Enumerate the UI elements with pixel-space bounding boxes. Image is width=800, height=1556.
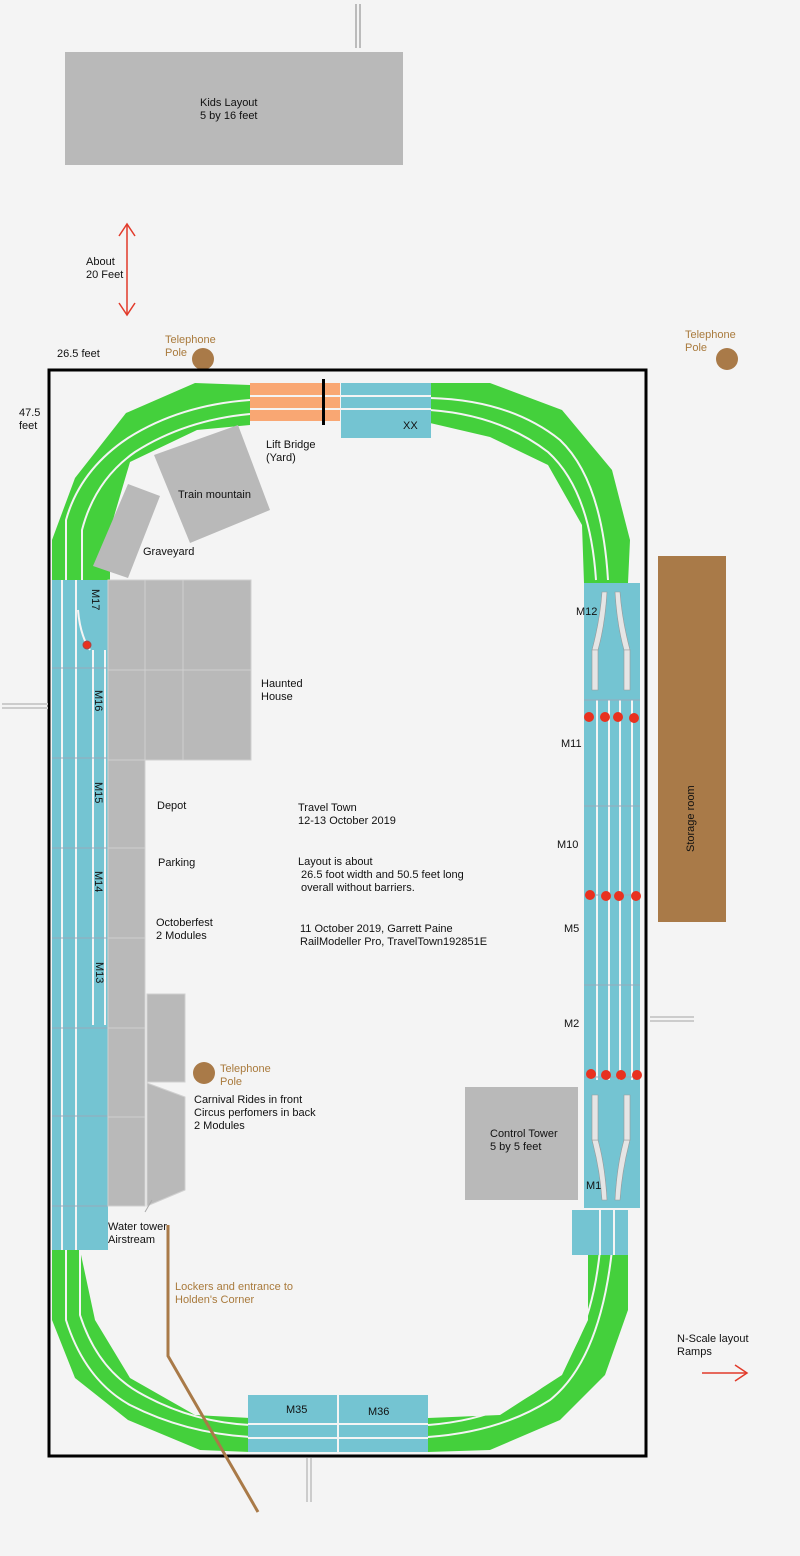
telephone-pole-label-top-right: Telephone Pole	[685, 329, 736, 354]
train-mountain-label: Train mountain	[178, 489, 251, 501]
module-label-m14: M14	[92, 871, 104, 892]
height-dimension-label: 47.5 feet	[19, 407, 41, 432]
module-label-m15: M15	[92, 782, 104, 803]
graveyard-block	[93, 484, 160, 578]
width-dimension-label: 26.5 feet	[57, 348, 100, 360]
about-distance-label: About 20 Feet	[86, 256, 124, 281]
train-mountain-block	[154, 425, 270, 543]
carnival-label: Carnival Rides in front Circus perfomers…	[194, 1094, 316, 1132]
info-size: Layout is about 26.5 foot width and 50.5…	[298, 856, 464, 894]
telephone-pole-top-left	[192, 348, 214, 370]
module-label-m17: M17	[89, 589, 101, 610]
n-scale-label: N-Scale layout Ramps	[677, 1333, 749, 1358]
info-title: Travel Town 12-13 October 2019	[298, 802, 396, 827]
green-track-corners	[52, 383, 630, 1452]
module-label-m35: M35	[286, 1404, 308, 1416]
module-label-m2: M2	[564, 1018, 580, 1030]
n-scale-arrow	[702, 1364, 749, 1382]
lift-bridge-label: Lift Bridge (Yard)	[266, 439, 316, 464]
module-xx-block	[341, 383, 431, 438]
control-tower-block	[465, 1087, 578, 1200]
hall-outline	[47, 368, 648, 1458]
lift-bridge-block	[250, 383, 340, 421]
kids-layout-label: Kids Layout 5 by 16 feet	[200, 97, 258, 122]
telephone-pole-top-right	[716, 348, 738, 370]
module-label-m16: M16	[92, 690, 104, 711]
water-tower-label: Water tower Airstream	[108, 1221, 167, 1246]
module-label-m12: M12	[576, 606, 598, 618]
module-label-m11: M11	[561, 738, 582, 750]
parking-label: Parking	[158, 857, 196, 869]
telephone-pole-center	[193, 1062, 215, 1084]
kids-layout-block	[65, 52, 403, 165]
red-markers	[584, 712, 642, 1080]
module-label-m1: M1	[586, 1180, 602, 1192]
lockers-label: Lockers and entrance to Holden's Corner	[175, 1281, 294, 1306]
module-label-xx: XX	[403, 420, 418, 432]
module-label-m36: M36	[368, 1406, 390, 1418]
haunted-house-label: Haunted House	[261, 678, 303, 703]
module-label-m10: M10	[557, 839, 579, 851]
left-modules-column	[52, 580, 108, 1250]
storage-room-block	[658, 556, 726, 922]
m17-marker	[82, 640, 92, 650]
module-label-m5: M5	[564, 923, 580, 935]
octoberfest-label: Octoberfest 2 Modules	[156, 917, 213, 942]
left-scenery	[107, 579, 252, 1207]
module-label-m13: M13	[93, 962, 105, 983]
telephone-pole-label-center: Telephone Pole	[220, 1063, 271, 1088]
storage-room-label: Storage room	[685, 785, 697, 852]
telephone-pole-label-top-left: Telephone Pole	[165, 334, 216, 359]
graveyard-label: Graveyard	[143, 546, 195, 558]
control-tower-label: Control Tower 5 by 5 feet	[490, 1128, 558, 1153]
kids-layout-connector	[355, 4, 357, 48]
door-connectors	[2, 703, 694, 1502]
depot-label: Depot	[157, 800, 187, 812]
distance-arrow	[118, 222, 136, 317]
lift-bridge-hinge	[322, 379, 325, 425]
info-credit: 11 October 2019, Garrett Paine RailModel…	[300, 923, 488, 948]
lockers-path	[166, 1225, 260, 1513]
